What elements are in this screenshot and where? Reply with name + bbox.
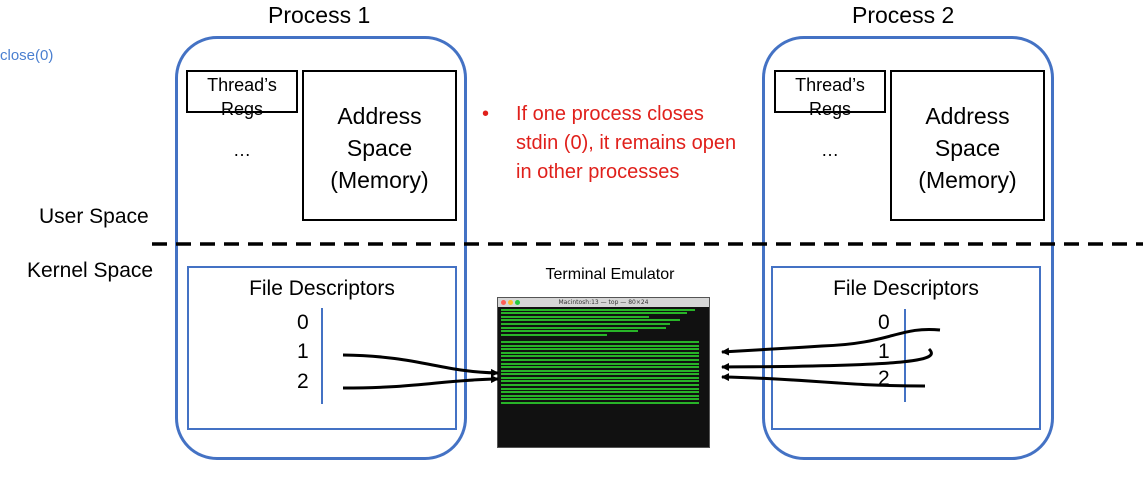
code-label: close(0) xyxy=(0,47,54,64)
process-1-address-space: Address Space (Memory) xyxy=(302,70,457,221)
process-2-regs-box xyxy=(774,70,886,113)
process-2-fd-0: 0 xyxy=(878,311,890,334)
user-space-label: User Space xyxy=(39,205,149,228)
process-1-container xyxy=(175,36,467,460)
process-2-regs-ellipsis: … xyxy=(821,140,839,160)
process-2-container xyxy=(762,36,1054,460)
terminal-window-title: Macintosh:13 — top — 80×24 xyxy=(558,299,649,306)
process-2-regs-label: Thread’s Regs xyxy=(795,75,865,119)
process-2-fd-title: File Descriptors xyxy=(833,277,979,300)
process-1-regs-box xyxy=(186,70,298,113)
terminal-window: Macintosh:13 — top — 80×24 xyxy=(497,297,710,448)
process-2-fd-1: 1 xyxy=(878,340,890,363)
p2-fd0-arrow xyxy=(721,327,941,356)
terminal-title-bar: Macintosh:13 — top — 80×24 xyxy=(498,298,709,307)
terminal-emulator-label: Terminal Emulator xyxy=(545,266,675,283)
p2-fd2-arrow xyxy=(721,373,926,388)
p1-fd1-arrow xyxy=(342,353,499,377)
zoom-dot-icon xyxy=(515,300,520,305)
close-dot-icon xyxy=(501,300,506,305)
p2-fd1-arrow xyxy=(721,347,933,371)
process-1-title: Process 1 xyxy=(268,2,371,28)
process-2-fd-2: 2 xyxy=(878,367,890,390)
process-2-title: Process 2 xyxy=(852,2,955,28)
process-1-fd-title: File Descriptors xyxy=(249,277,395,300)
process-2-address-space: Address Space (Memory) xyxy=(890,70,1045,221)
note-text: If one process closes stdin (0), it rema… xyxy=(516,103,737,183)
process-1-fd-2: 2 xyxy=(297,370,309,393)
note-bullet-marker: • xyxy=(482,103,490,125)
p1-fd2-arrow xyxy=(342,375,499,390)
process-1-regs-ellipsis: … xyxy=(233,140,251,160)
minimize-dot-icon xyxy=(508,300,513,305)
process-1-fd-0: 0 xyxy=(297,311,309,334)
process-1-fd-1: 1 xyxy=(297,340,309,363)
kernel-space-label: Kernel Space xyxy=(27,259,154,282)
process-1-regs-label: Thread’s Regs xyxy=(207,75,277,119)
terminal-output-lines xyxy=(498,308,709,405)
